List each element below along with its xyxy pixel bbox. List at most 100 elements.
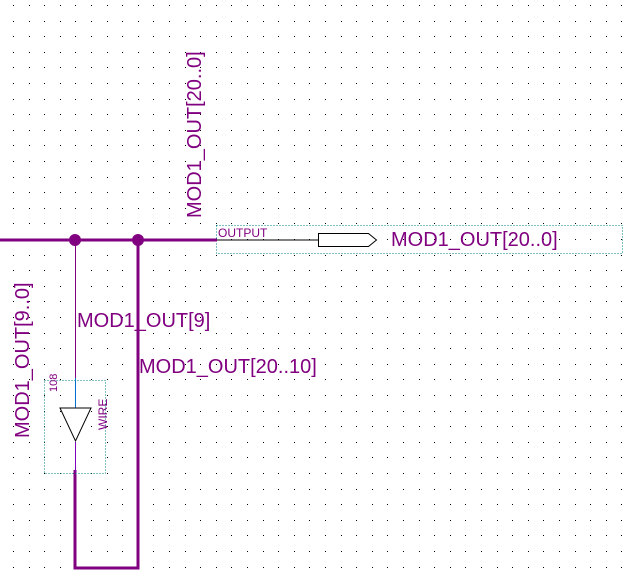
grid-dot bbox=[559, 145, 560, 146]
grid-dot bbox=[325, 52, 326, 53]
grid-dot bbox=[450, 130, 451, 131]
grid-dot bbox=[309, 317, 310, 318]
grid-dot bbox=[107, 270, 108, 271]
grid-dot bbox=[341, 395, 342, 396]
grid-dot bbox=[153, 301, 154, 302]
grid-dot bbox=[107, 114, 108, 115]
grid-dot bbox=[356, 364, 357, 365]
grid-dot bbox=[543, 177, 544, 178]
grid-dot bbox=[403, 145, 404, 146]
grid-dot bbox=[559, 21, 560, 22]
grid-dot bbox=[372, 130, 373, 131]
grid-dot bbox=[325, 411, 326, 412]
grid-dot bbox=[200, 161, 201, 162]
grid-dot bbox=[575, 36, 576, 37]
grid-dot bbox=[60, 5, 61, 6]
grid-dot bbox=[372, 270, 373, 271]
grid-dot bbox=[450, 411, 451, 412]
grid-dot bbox=[91, 520, 92, 521]
grid-dot bbox=[621, 114, 622, 115]
buffer-triangle-icon[interactable] bbox=[59, 407, 92, 443]
grid-dot bbox=[512, 457, 513, 458]
grid-dot bbox=[13, 442, 14, 443]
grid-dot bbox=[122, 83, 123, 84]
wire-primitive-box[interactable] bbox=[44, 380, 106, 474]
grid-dot bbox=[497, 457, 498, 458]
grid-dot bbox=[91, 395, 92, 396]
grid-dot bbox=[107, 348, 108, 349]
grid-dot bbox=[465, 364, 466, 365]
grid-dot bbox=[450, 442, 451, 443]
grid-dot bbox=[372, 223, 373, 224]
grid-dot bbox=[107, 379, 108, 380]
grid-dot bbox=[60, 504, 61, 505]
grid-dot bbox=[543, 457, 544, 458]
grid-dot bbox=[528, 442, 529, 443]
grid-dot bbox=[403, 5, 404, 6]
grid-dot bbox=[465, 348, 466, 349]
grid-dot bbox=[185, 255, 186, 256]
grid-dot bbox=[559, 520, 560, 521]
grid-dot bbox=[278, 208, 279, 209]
grid-dot bbox=[341, 504, 342, 505]
grid-dot bbox=[247, 21, 248, 22]
top-bus-label[interactable]: MOD1_OUT[20..0] bbox=[184, 51, 206, 218]
grid-dot bbox=[497, 270, 498, 271]
grid-dot bbox=[107, 551, 108, 552]
grid-dot bbox=[200, 130, 201, 131]
grid-dot bbox=[465, 223, 466, 224]
grid-dot bbox=[13, 457, 14, 458]
grid-dot bbox=[356, 411, 357, 412]
loop-bus[interactable] bbox=[73, 240, 140, 570]
grid-dot bbox=[465, 36, 466, 37]
grid-dot bbox=[403, 395, 404, 396]
grid-dot bbox=[231, 551, 232, 552]
grid-dot bbox=[465, 192, 466, 193]
output-pin-icon[interactable] bbox=[318, 233, 378, 247]
grid-dot bbox=[543, 270, 544, 271]
grid-dot bbox=[434, 286, 435, 287]
grid-dot bbox=[294, 364, 295, 365]
grid-dot bbox=[91, 114, 92, 115]
grid-dot bbox=[200, 99, 201, 100]
tap-range-label[interactable]: MOD1_OUT[20..10] bbox=[139, 356, 317, 378]
grid-dot bbox=[294, 504, 295, 505]
grid-dot bbox=[528, 67, 529, 68]
grid-dot bbox=[372, 333, 373, 334]
output-pin-name[interactable]: MOD1_OUT[20..0] bbox=[391, 229, 558, 251]
grid-dot bbox=[465, 208, 466, 209]
grid-dot bbox=[606, 317, 607, 318]
grid-dot bbox=[91, 301, 92, 302]
grid-dot bbox=[419, 551, 420, 552]
grid-dot bbox=[200, 520, 201, 521]
left-bus-label[interactable]: MOD1_OUT[9..0] bbox=[12, 282, 34, 438]
grid-dot bbox=[528, 239, 529, 240]
grid-dot bbox=[356, 535, 357, 536]
grid-dot bbox=[91, 130, 92, 131]
grid-dot bbox=[434, 379, 435, 380]
grid-dot bbox=[606, 442, 607, 443]
grid-dot bbox=[13, 130, 14, 131]
tap-bit-label[interactable]: MOD1_OUT[9] bbox=[77, 310, 210, 332]
grid-dot bbox=[60, 83, 61, 84]
grid-dot bbox=[138, 177, 139, 178]
grid-dot bbox=[575, 177, 576, 178]
grid-dot bbox=[481, 551, 482, 552]
grid-dot bbox=[575, 411, 576, 412]
grid-dot bbox=[231, 99, 232, 100]
grid-dot bbox=[512, 317, 513, 318]
grid-dot bbox=[216, 551, 217, 552]
grid-dot bbox=[575, 223, 576, 224]
grid-dot bbox=[278, 192, 279, 193]
grid-dot bbox=[512, 99, 513, 100]
grid-dot bbox=[512, 489, 513, 490]
grid-dot bbox=[325, 348, 326, 349]
grid-dot bbox=[450, 161, 451, 162]
grid-dot bbox=[294, 36, 295, 37]
grid-dot bbox=[247, 270, 248, 271]
grid-dot bbox=[497, 426, 498, 427]
grid-dot bbox=[216, 52, 217, 53]
grid-dot bbox=[403, 270, 404, 271]
grid-dot bbox=[294, 286, 295, 287]
